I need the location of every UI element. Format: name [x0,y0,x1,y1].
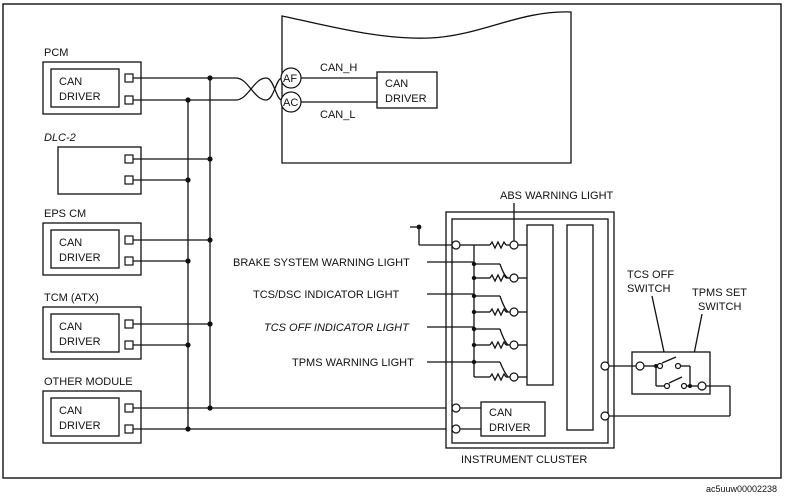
tcs-off-bulb [509,340,519,350]
cluster-gauge-right [566,224,594,431]
tpms-bulb [509,372,519,382]
can-bus-wires [133,77,452,430]
tcm-label: TCM (ATX) [44,292,99,304]
eps-cm-label: EPS CM [44,208,86,220]
cluster-terminal-power [451,240,461,250]
pcm-can-driver [50,68,120,108]
tcm-terminal-l [124,340,134,350]
tcs-dsc-bulb [509,307,519,317]
ac-label: AC [283,97,298,109]
eps-cm-can-driver-line2: DRIVER [59,252,101,264]
tpms-set-switch-label-line2: SWITCH [698,301,741,313]
can-h-label: CAN_H [320,62,357,74]
brake-bulb [509,273,519,283]
dlc2-module [57,146,142,195]
tcm-can-driver [50,313,120,353]
tcs-off-switch-label-line1: TCS OFF [627,269,674,281]
eps-cm-terminal-h [124,235,134,245]
power-feed [410,224,452,246]
tcs-dsc-indicator-light-label: TCS/DSC INDICATOR LIGHT [253,289,400,301]
switch-contacts [609,356,698,390]
switch-terminal-in [635,361,645,371]
cluster-gauge-left [526,224,554,386]
top-can-driver-line1: CAN [385,78,408,90]
pcm-can-driver-line1: CAN [59,76,82,88]
tcm-can-driver-line1: CAN [59,321,82,333]
tcm-terminal-h [124,319,134,329]
figure-id: ac5uuw00002238 [706,484,777,494]
tpms-set-switch-label-line1: TPMS SET [692,287,747,299]
warning-light-circuit [460,240,527,382]
instrument-cluster-label: INSTRUMENT CLUSTER [461,454,587,466]
abs-warning-light-label: ABS WARNING LIGHT [500,190,614,202]
dlc2-label: DLC-2 [44,132,76,144]
cluster-terminal-can-h [451,403,461,413]
cluster-can-driver-line1: CAN [489,407,512,419]
other-can-driver-line2: DRIVER [59,420,101,432]
cluster-can-driver [480,401,546,437]
abs-bulb [509,240,519,250]
cluster-terminal-can-l [451,424,461,434]
tpms-warning-light-label: TPMS WARNING LIGHT [292,357,414,369]
cluster-terminal-switch-b [600,411,610,421]
tcs-off-switch-label-line2: SWITCH [627,283,670,295]
other-terminal-h [124,403,134,413]
tcm-can-driver-line2: DRIVER [59,336,101,348]
tcs-off-indicator-light-label: TCS OFF INDICATOR LIGHT [264,322,410,334]
junction-dots [185,75,213,432]
other-can-driver [50,397,120,437]
can-l-label: CAN_L [320,109,355,121]
pcm-can-driver-line2: DRIVER [59,91,101,103]
cluster-terminal-switch-a [600,361,610,371]
pcm-terminal-h [124,73,134,83]
other-can-driver-line1: CAN [59,405,82,417]
twisted-pair [235,77,283,101]
top-can-driver-line2: DRIVER [385,93,427,105]
other-module-label: OTHER MODULE [44,376,133,388]
diagram-frame [2,3,782,479]
eps-cm-terminal-l [124,256,134,266]
dlc2-terminal-l [124,175,134,185]
switch-return-wire [609,385,731,417]
top-can-driver [376,71,438,109]
pcm-terminal-l [124,95,134,105]
eps-cm-can-driver-line1: CAN [59,237,82,249]
brake-system-warning-light-label: BRAKE SYSTEM WARNING LIGHT [233,257,410,269]
pcm-label: PCM [44,47,68,59]
switch-terminal-out [697,381,707,391]
cluster-can-driver-line2: DRIVER [489,422,531,434]
eps-cm-can-driver [50,229,120,269]
other-terminal-l [124,424,134,434]
dlc2-terminal-h [124,154,134,164]
af-label: AF [283,73,297,85]
